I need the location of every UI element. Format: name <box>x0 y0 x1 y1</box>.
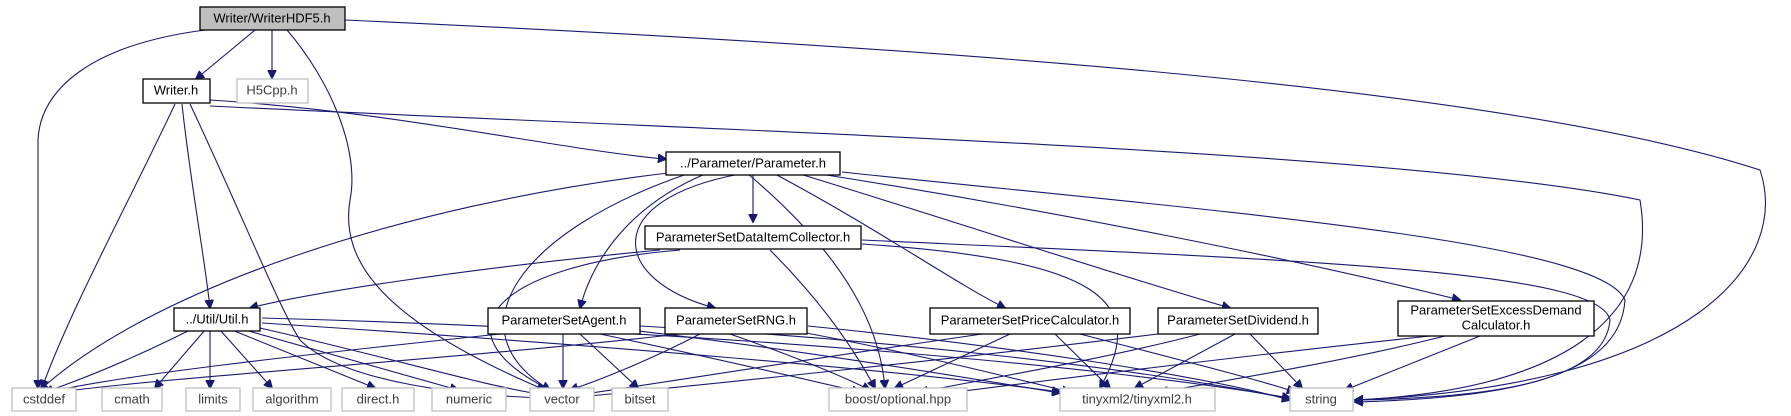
dependency-edges <box>38 19 1766 402</box>
node-h5cpp-label: H5Cpp.h <box>246 82 297 97</box>
edge-writerhdf5-to-cstddef <box>38 29 206 388</box>
node-writer-writerhdf5-label: Writer/WriterHDF5.h <box>213 10 330 25</box>
node-bitset-label: bitset <box>624 391 655 406</box>
edge-excessdemand-to-string <box>1345 335 1481 390</box>
edge-pricecalculator-to-boost-optional <box>895 333 1011 388</box>
edge-parameter-to-vector <box>503 172 691 390</box>
edge-util-to-cmath <box>155 329 206 388</box>
edge-agent-to-cstddef <box>45 333 501 393</box>
node-util-label: ../Util/Util.h <box>186 311 249 326</box>
edge-excessdemand-to-tinyxml2 <box>1160 335 1446 392</box>
node-boost-optional-label: boost/optional.hpp <box>845 391 951 406</box>
node-dividend[interactable]: ParameterSetDividend.h <box>1157 307 1319 335</box>
node-excessdemand[interactable]: ParameterSetExcessDemand Calculator.h <box>1397 300 1595 337</box>
node-limits-label: limits <box>198 391 228 406</box>
edge-util-to-direct <box>231 329 375 388</box>
edge-dataitemcollector-to-boost-optional <box>769 249 875 388</box>
edge-writer-to-string <box>209 105 1644 400</box>
edge-agent-to-bitset <box>579 333 638 388</box>
edge-util-to-numeric <box>244 329 458 390</box>
node-util[interactable]: ../Util/Util.h <box>173 307 261 332</box>
edge-rng-to-boost-optional <box>729 333 870 390</box>
node-writer-label: Writer.h <box>154 82 199 97</box>
edge-pricecalculator-to-string <box>1079 333 1295 392</box>
node-cmath: cmath <box>101 387 163 412</box>
edge-parameter-to-cstddef <box>40 172 669 390</box>
node-excessdemand-label-line2: Calculator.h <box>1462 317 1531 332</box>
edge-writer-to-cstddef <box>42 103 176 388</box>
edge-util-to-string <box>261 317 1290 398</box>
edge-dataitemcollector-to-vector <box>489 249 681 390</box>
edge-dataitemcollector-to-util <box>250 249 661 308</box>
node-string: string <box>1289 387 1354 412</box>
node-tinyxml2-label: tinyxml2/tinyxml2.h <box>1082 391 1192 406</box>
edge-dataitemcollector-to-tinyxml2 <box>861 243 1119 388</box>
edge-parameter-to-dividend <box>799 173 1230 308</box>
node-direct: direct.h <box>341 387 415 412</box>
edge-parameter-to-string <box>841 171 1626 402</box>
edge-parameter-to-pricecalculator <box>774 173 1005 308</box>
node-vector-label: vector <box>544 391 580 406</box>
node-direct-label: direct.h <box>357 391 400 406</box>
edge-rng-to-cstddef <box>45 333 681 394</box>
node-limits: limits <box>185 387 241 412</box>
edge-writer-to-parameter <box>209 99 666 159</box>
node-algorithm-label: algorithm <box>265 391 318 406</box>
edge-writerhdf5-to-string <box>344 19 1766 400</box>
edge-parameter-to-boost-optional <box>747 173 885 388</box>
node-parameter[interactable]: ../Parameter/Parameter.h <box>665 151 841 176</box>
edge-util-to-vector <box>259 327 545 395</box>
edge-writerhdf5-to-writer <box>196 29 256 79</box>
node-rng-label: ParameterSetRNG.h <box>676 312 796 327</box>
edge-dividend-to-tinyxml2 <box>1135 333 1236 388</box>
edge-parameter-to-agent <box>580 173 706 308</box>
node-numeric: numeric <box>431 387 507 412</box>
node-agent-label: ParameterSetAgent.h <box>501 312 626 327</box>
node-bitset: bitset <box>611 387 669 412</box>
edge-dividend-to-boost-optional <box>920 333 1201 392</box>
edge-util-to-tinyxml2 <box>261 322 1060 392</box>
node-rng[interactable]: ParameterSetRNG.h <box>664 307 808 335</box>
edge-writer-to-util <box>181 103 210 308</box>
edge-util-to-cstddef <box>45 329 191 392</box>
node-pricecalculator[interactable]: ParameterSetPriceCalculator.h <box>929 307 1131 335</box>
node-excessdemand-label-line1: ParameterSetExcessDemand <box>1410 302 1581 317</box>
edge-util-to-algorithm <box>219 329 272 388</box>
edge-writerhdf5-to-vector <box>286 29 545 390</box>
node-parameter-label: ../Parameter/Parameter.h <box>680 155 826 170</box>
node-cstddef-label: cstddef <box>23 391 65 406</box>
node-string-label: string <box>1305 391 1337 406</box>
edge-dividend-to-string <box>1249 333 1302 388</box>
node-cmath-label: cmath <box>114 391 149 406</box>
node-pricecalculator-label: ParameterSetPriceCalculator.h <box>941 312 1119 327</box>
node-vector: vector <box>529 387 595 412</box>
edge-pricecalculator-to-vector <box>570 329 1011 396</box>
edge-rng-to-string <box>807 325 1290 400</box>
edge-parameter-to-excessdemand <box>819 173 1460 300</box>
edge-agent-to-boost-optional <box>599 333 860 392</box>
node-boost-optional: boost/optional.hpp <box>828 387 968 412</box>
node-dataitemcollector-label: ParameterSetDataItemCollector.h <box>656 229 850 244</box>
node-dataitemcollector[interactable]: ParameterSetDataItemCollector.h <box>644 225 862 250</box>
node-agent[interactable]: ParameterSetAgent.h <box>487 307 641 335</box>
node-writer[interactable]: Writer.h <box>142 78 211 104</box>
node-algorithm: algorithm <box>252 387 332 412</box>
node-h5cpp: H5Cpp.h <box>236 78 309 104</box>
node-dividend-label: ParameterSetDividend.h <box>1167 312 1309 327</box>
edge-dataitemcollector-to-string <box>861 239 1611 400</box>
node-tinyxml2: tinyxml2/tinyxml2.h <box>1059 387 1216 412</box>
node-numeric-label: numeric <box>446 391 493 406</box>
edge-excessdemand-to-boost-optional <box>940 335 1431 394</box>
edge-rng-to-vector <box>570 333 701 390</box>
node-cstddef: cstddef <box>11 387 77 412</box>
edge-rng-to-tinyxml2 <box>789 329 1070 392</box>
edge-parameter-to-rng <box>635 173 741 308</box>
node-writer-writerhdf5[interactable]: Writer/WriterHDF5.h <box>199 6 346 31</box>
edge-agent-to-tinyxml2 <box>629 329 1060 393</box>
